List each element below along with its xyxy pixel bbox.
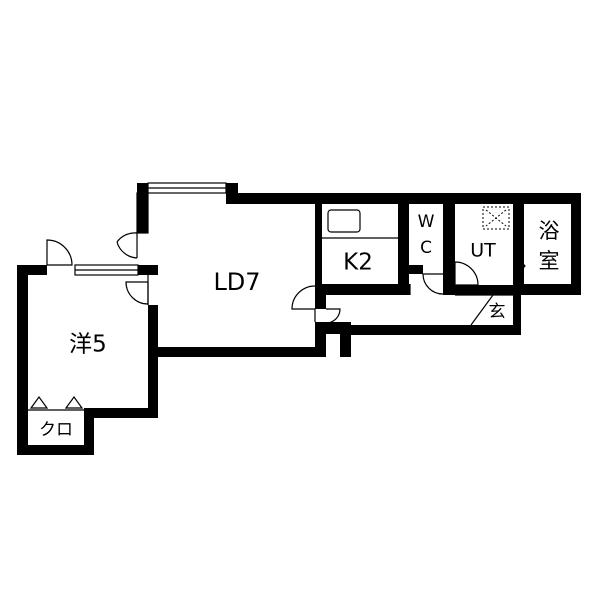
wall-closet-bottom [17, 445, 94, 455]
door-western-top-icon [46, 239, 73, 266]
wall-ld-top-right-stub [226, 183, 238, 195]
windows [74, 182, 513, 326]
wall-ld-bottom [148, 347, 326, 357]
wall-bath-bottom [513, 284, 581, 295]
door-wc-icon [422, 273, 444, 295]
wall-ld-top [226, 193, 581, 204]
washer-space-icon [482, 206, 510, 230]
wall-corridor-bottom-left [315, 322, 326, 357]
door-ld-left-top-icon [116, 233, 138, 259]
wall-ut-bottom [443, 285, 513, 295]
wall-western-left [17, 265, 28, 455]
room-label-toilet-w: W [418, 212, 435, 232]
room-labels: 洋5 クロ LD7 K2 W C UT 浴 室 玄 [39, 212, 560, 440]
wall-entrance-right [513, 295, 521, 335]
doors [46, 232, 479, 324]
room-label-bath-1: 浴 [539, 219, 560, 243]
wall-corridor-top [315, 284, 410, 295]
door-corridor-icon [291, 285, 316, 310]
room-label-utility: UT [470, 240, 496, 262]
room-label-western: 洋5 [69, 332, 107, 358]
wall-corridor-left [315, 284, 326, 309]
fixtures [28, 206, 526, 411]
wall-bath-left [513, 204, 524, 295]
room-label-living-dining: LD7 [213, 268, 260, 296]
room-label-toilet-c: C [420, 238, 432, 258]
room-label-closet: クロ [39, 420, 73, 440]
door-ut-icon [454, 261, 479, 286]
room-label-kitchen: K2 [343, 250, 373, 276]
door-corridor-lower-icon [325, 308, 341, 324]
closet-door-left-icon [29, 395, 49, 409]
room-label-entrance: 玄 [489, 302, 506, 322]
wall-western-bottom [88, 408, 158, 418]
door-western-ld-icon [125, 281, 149, 305]
wall-corridor-notch-down [340, 322, 351, 357]
wall-wc-right [443, 204, 455, 295]
wall-western-top-right [138, 265, 158, 275]
wall-wc-bottom [409, 265, 423, 274]
wall-corridor-notch [326, 322, 340, 334]
wall-corridor-bottom [340, 325, 520, 335]
room-label-bath-2: 室 [539, 249, 560, 273]
entrance-step-line [470, 294, 494, 326]
kitchen-sink-icon [327, 209, 361, 233]
wall-wc-left [398, 204, 409, 295]
wall-western-right-lower [148, 305, 158, 418]
wall-western-top-left [17, 265, 47, 275]
wall-closet-right [84, 408, 94, 455]
wall-bath-right [571, 193, 581, 295]
walls [17, 183, 581, 455]
wall-kitchen-left [315, 204, 322, 284]
closet-door-right-icon [64, 395, 84, 409]
bath-door-triangle-icon [515, 254, 526, 278]
